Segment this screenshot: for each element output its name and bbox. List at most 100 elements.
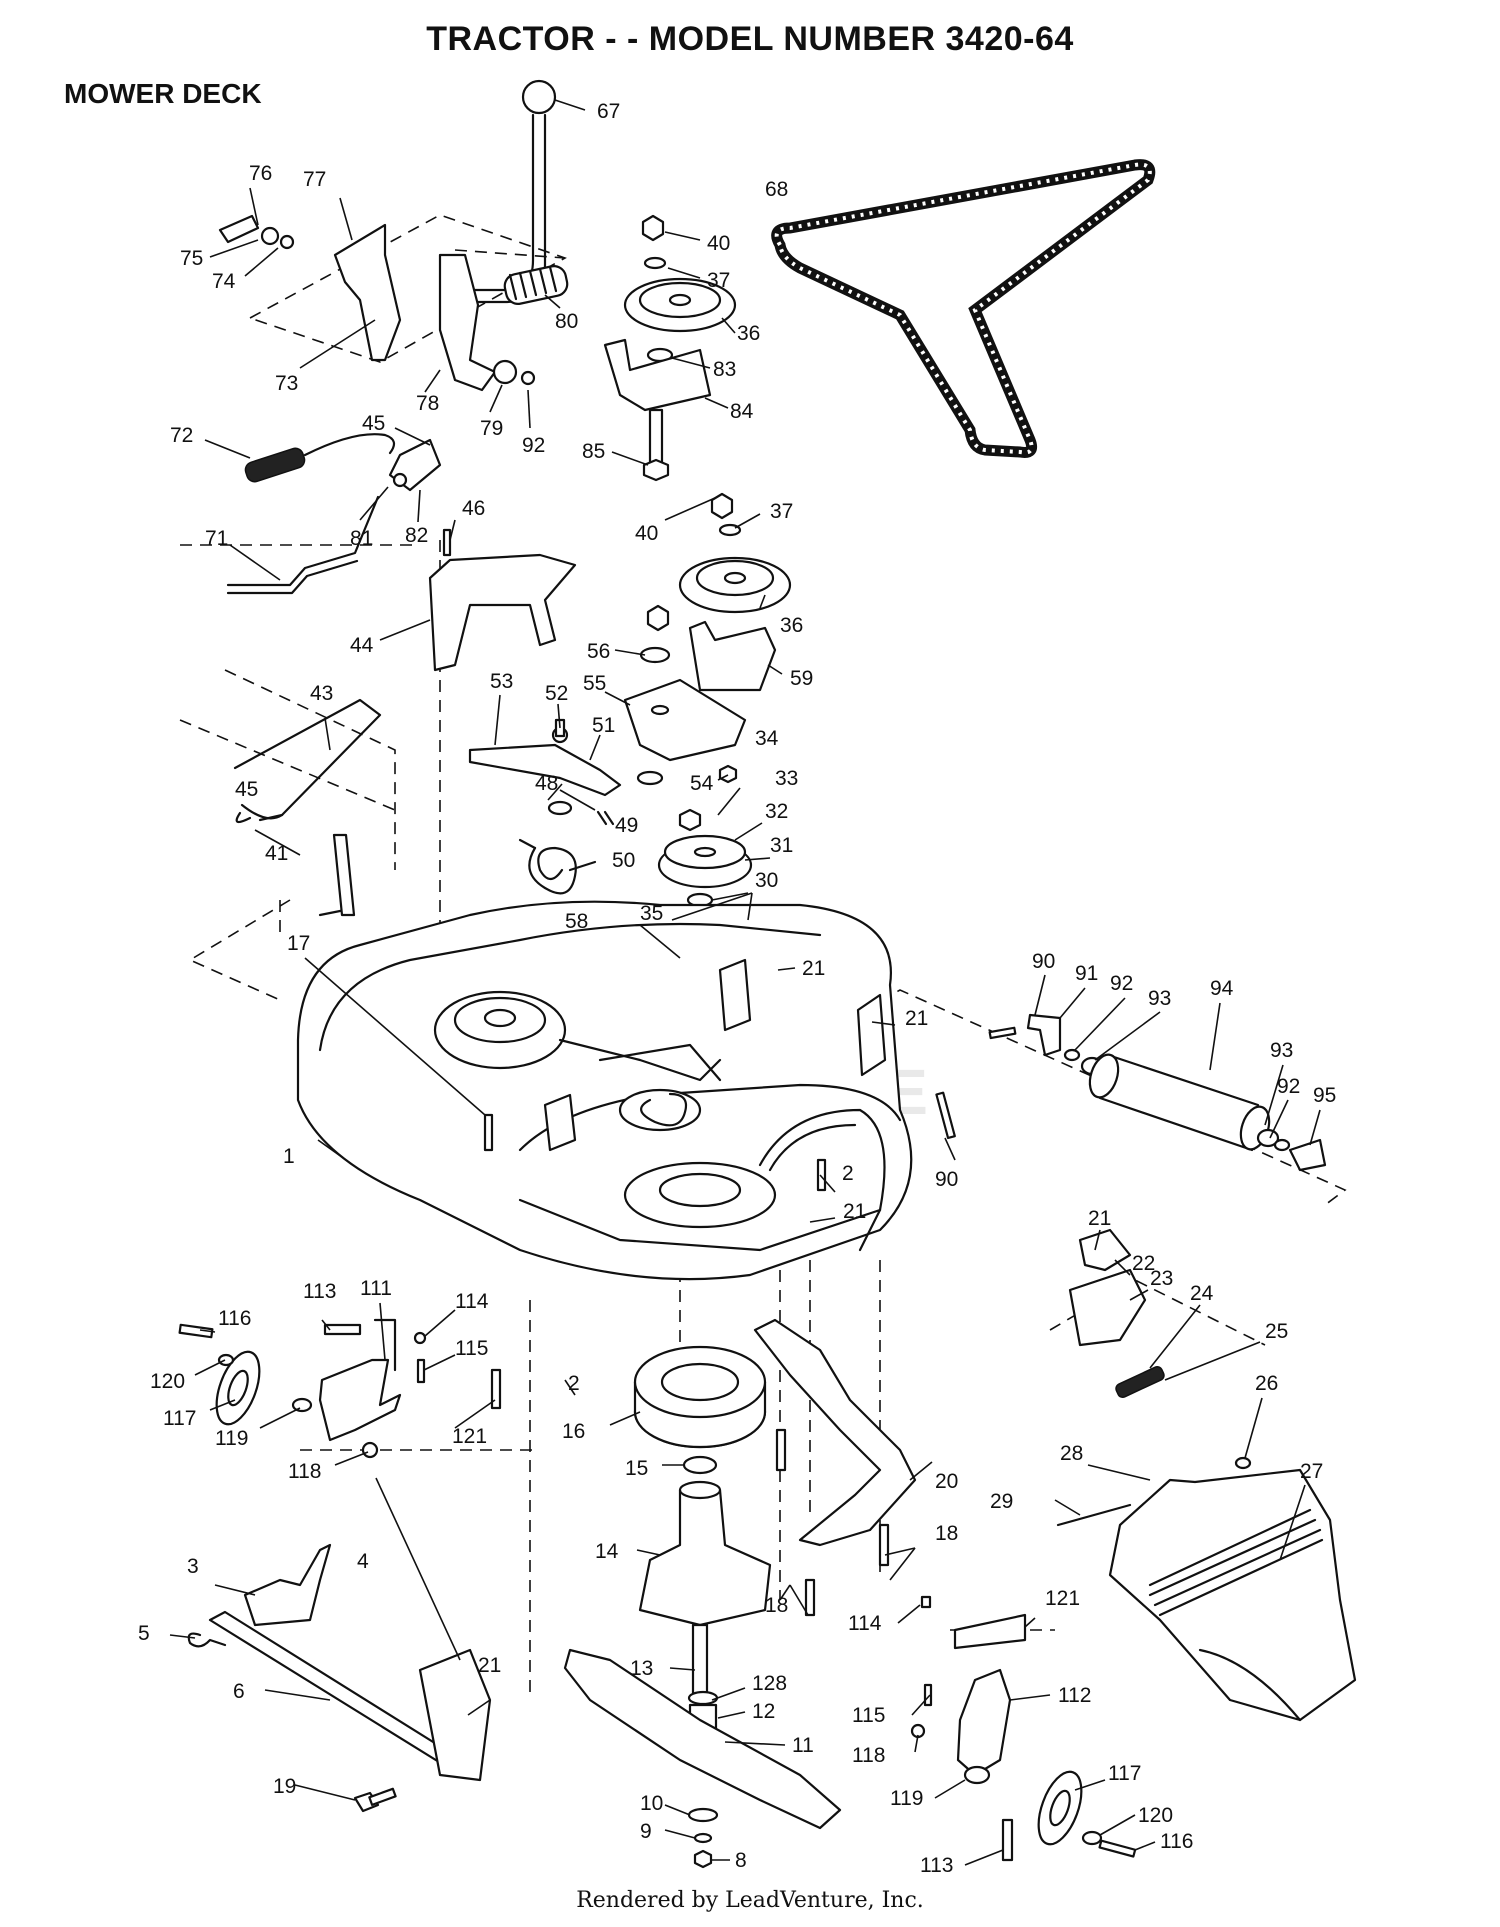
callout-25: 25 (1265, 1320, 1288, 1343)
callout-1: 1 (283, 1145, 295, 1168)
callout-36a: 36 (737, 322, 760, 345)
callout-16: 16 (562, 1420, 585, 1443)
callout-114b: 114 (848, 1612, 882, 1635)
callout-4: 4 (357, 1550, 369, 1573)
callout-94: 94 (1210, 977, 1234, 1000)
callout-30: 30 (755, 869, 778, 892)
callout-18a: 18 (935, 1522, 958, 1545)
callout-41: 41 (265, 842, 288, 865)
callout-10: 10 (640, 1792, 663, 1815)
callout-40a: 40 (707, 232, 730, 255)
callout-116b: 116 (1160, 1830, 1193, 1853)
callout-115b: 115 (852, 1704, 885, 1727)
page-title: TRACTOR - - MODEL NUMBER 3420-64 (426, 20, 1074, 58)
callout-119b: 119 (890, 1787, 923, 1810)
callout-21e: 21 (478, 1654, 501, 1677)
right-gauge-wheel (910, 1595, 1137, 1862)
callout-26: 26 (1255, 1372, 1278, 1395)
idler-arm-spring (468, 718, 622, 895)
callout-21d: 21 (1088, 1207, 1111, 1230)
callout-77: 77 (303, 168, 326, 191)
callout-37b: 37 (770, 500, 793, 523)
callout-32: 32 (765, 800, 788, 823)
callout-121a: 121 (452, 1425, 487, 1448)
callout-33: 33 (775, 767, 798, 790)
callout-55: 55 (583, 672, 606, 695)
callout-111: 111 (360, 1277, 392, 1300)
callout-5: 5 (138, 1622, 150, 1645)
callout-72: 72 (170, 424, 193, 447)
leader-lines (169, 99, 1321, 1866)
callout-113a: 113 (303, 1280, 336, 1303)
callout-24: 24 (1190, 1282, 1214, 1305)
callout-8: 8 (735, 1849, 747, 1872)
callout-29: 29 (990, 1490, 1013, 1513)
anti-scalp-roller (935, 1013, 1327, 1172)
callout-91: 91 (1075, 962, 1098, 985)
callout-116a: 116 (218, 1307, 251, 1330)
callout-45b: 45 (235, 778, 258, 801)
callout-52: 52 (545, 682, 568, 705)
callout-59: 59 (790, 667, 813, 690)
callout-19: 19 (273, 1775, 296, 1798)
lift-lever-assembly (218, 79, 569, 392)
left-gauge-wheel (178, 1318, 502, 1459)
callout-114a: 114 (455, 1290, 489, 1313)
callout-90b: 90 (935, 1168, 958, 1191)
callout-78: 78 (416, 392, 439, 415)
callout-22: 22 (1132, 1252, 1155, 1275)
callout-46: 46 (462, 497, 485, 520)
callout-119a: 119 (215, 1427, 248, 1450)
callout-45a: 45 (362, 412, 385, 435)
callout-43: 43 (310, 682, 333, 705)
callout-49: 49 (615, 814, 638, 837)
callout-48: 48 (535, 772, 558, 795)
callout-40b: 40 (635, 522, 658, 545)
spindle-assembly (563, 1345, 842, 1869)
callout-112: 112 (1058, 1684, 1091, 1707)
callout-21a: 21 (802, 957, 825, 980)
callout-28: 28 (1060, 1442, 1083, 1465)
callout-11: 11 (792, 1734, 814, 1757)
callout-121b: 121 (1045, 1587, 1080, 1610)
upper-idler-pulley (603, 214, 737, 482)
callout-80: 80 (555, 310, 578, 333)
callout-54: 54 (690, 772, 714, 795)
callout-14: 14 (595, 1540, 619, 1563)
callout-81: 81 (350, 527, 373, 550)
callout-35: 35 (640, 902, 663, 925)
callout-labels: 67 68 76 77 75 74 73 78 79 92 80 40 37 3… (138, 100, 1336, 1877)
callout-92c: 92 (1277, 1075, 1300, 1098)
left-linkage (226, 433, 442, 917)
callout-117a: 117 (163, 1407, 196, 1430)
callout-92a: 92 (522, 434, 545, 457)
callout-76: 76 (249, 162, 272, 185)
callout-3: 3 (187, 1555, 199, 1578)
callout-71: 71 (205, 527, 228, 550)
callout-84: 84 (730, 400, 754, 423)
callout-27: 27 (1300, 1460, 1323, 1483)
callout-74: 74 (212, 270, 236, 293)
callout-73: 73 (275, 372, 298, 395)
callout-36b: 36 (780, 614, 803, 637)
callout-34: 34 (755, 727, 779, 750)
footer-credit: Rendered by LeadVenture, Inc. (576, 1888, 924, 1913)
callout-90a: 90 (1032, 950, 1055, 973)
callout-21b: 21 (905, 1007, 928, 1030)
callout-128: 128 (752, 1672, 787, 1695)
callout-2b: 2 (568, 1372, 580, 1395)
callout-118a: 118 (288, 1460, 321, 1483)
callout-82: 82 (405, 524, 428, 547)
callout-68: 68 (765, 178, 788, 201)
callout-37a: 37 (707, 269, 730, 292)
callout-83: 83 (713, 358, 736, 381)
discharge-chute (1056, 1228, 1357, 1722)
callout-93a: 93 (1148, 987, 1171, 1010)
callout-117b: 117 (1108, 1762, 1141, 1785)
callout-113b: 113 (920, 1854, 953, 1877)
callout-13: 13 (630, 1657, 653, 1680)
section-title: MOWER DECK (64, 78, 262, 109)
callout-2a: 2 (842, 1162, 854, 1185)
callout-118b: 118 (852, 1744, 885, 1767)
callout-21c: 21 (843, 1200, 866, 1223)
